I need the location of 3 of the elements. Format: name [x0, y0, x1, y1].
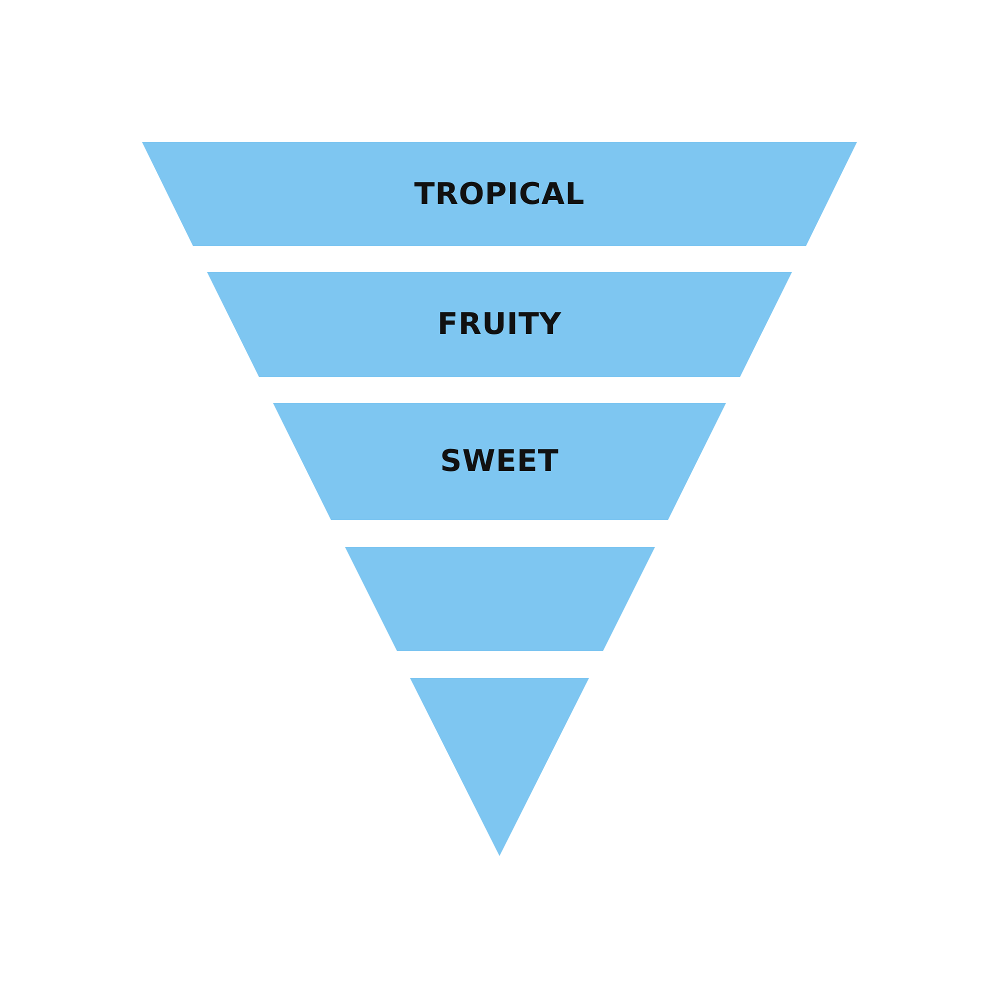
tier-label: TROPICAL	[414, 176, 585, 212]
tier-label: FRUITY	[437, 307, 562, 342]
tier-label: SWEET	[440, 444, 559, 479]
